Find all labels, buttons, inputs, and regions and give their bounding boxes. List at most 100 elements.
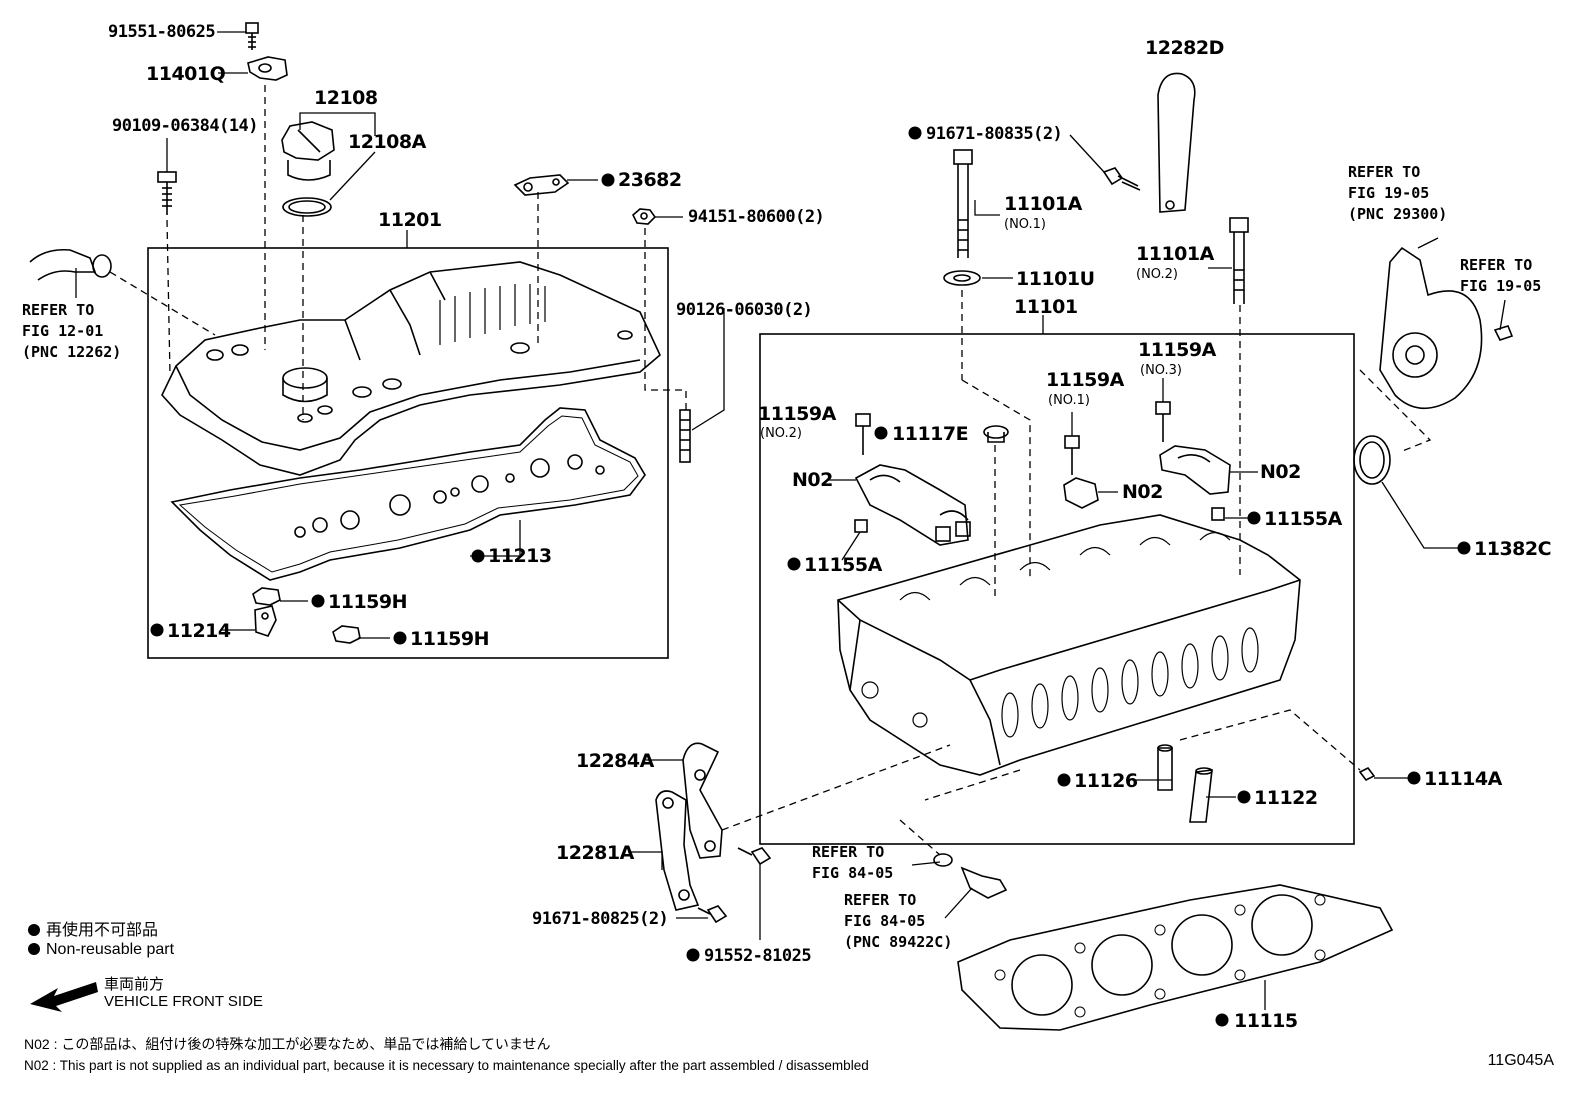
nut-94151 xyxy=(632,208,657,225)
label-11101: 11101 xyxy=(1014,296,1078,318)
label-11122: 11122 xyxy=(1254,787,1318,809)
label-91671-80825: 91671-80825(2) xyxy=(532,909,668,929)
bolt-91551 xyxy=(245,22,259,50)
label-11159a-no2: 11159A xyxy=(758,403,837,425)
label-n02-1: N02 xyxy=(792,469,833,491)
bullet-icon xyxy=(28,943,40,955)
ref-fig12-line3: (PNC 12262) xyxy=(22,343,121,361)
label-11159h-2: 11159H xyxy=(410,628,489,650)
bracket-23682 xyxy=(513,174,570,196)
label-11155a-right: 11155A xyxy=(1264,508,1343,530)
bolt-91671-80835 xyxy=(1102,167,1141,191)
valve-cover-drawing xyxy=(161,261,661,476)
oil-cap-12108 xyxy=(281,121,335,217)
legend-nonreusable-en: Non-reusable part xyxy=(28,941,174,959)
ref-fig19b-line1: REFER TO xyxy=(1460,256,1532,274)
label-11159a-no1-sub: (NO.1) xyxy=(1048,393,1090,408)
legend-nonreusable-jp: 再使用不可部品 xyxy=(28,916,158,940)
label-11126: 11126 xyxy=(1074,770,1138,792)
label-11101a-no1: 11101A xyxy=(1004,193,1083,215)
bracket-12284a xyxy=(682,742,723,859)
legend-front-en: VEHICLE FRONT SIDE xyxy=(104,993,263,1010)
note-n02-jp: N02 : この部品は、組付け後の特殊な加工が必要なため、単品では補給していませ… xyxy=(24,1036,551,1052)
label-11115: 11115 xyxy=(1234,1010,1298,1032)
label-11159h-1: 11159H xyxy=(328,591,407,613)
head-bolt-11101a-no2 xyxy=(1229,217,1249,304)
label-12284a: 12284A xyxy=(576,750,655,772)
label-91551-80625: 91551-80625 xyxy=(108,22,215,42)
bullet-icon xyxy=(28,924,40,936)
label-11159a-no2-sub: (NO.2) xyxy=(760,426,802,441)
gasket-11213-drawing xyxy=(170,407,646,581)
sensor-11401q xyxy=(247,56,288,81)
label-11382c: 11382C xyxy=(1474,538,1551,560)
label-n02-3: N02 xyxy=(1260,461,1301,483)
bracket-11214 xyxy=(254,605,277,637)
plug-11117e xyxy=(983,425,1009,443)
cylinder-head-group-box xyxy=(759,333,1355,845)
vehicle-front-arrow-icon xyxy=(30,982,98,1012)
ref-fig12-line1: REFER TO xyxy=(22,301,94,319)
label-91671-80835: 91671-80835(2) xyxy=(926,124,1062,144)
ref-fig19b-line2: FIG 19-05 xyxy=(1460,277,1541,295)
label-12108: 12108 xyxy=(314,87,378,109)
label-90109-06384: 90109-06384(14) xyxy=(112,116,258,136)
label-90126-06030: 90126-06030(2) xyxy=(676,300,812,320)
label-91552-81025: 91552-81025 xyxy=(704,946,811,966)
head-bolt-11101a-no1 xyxy=(953,149,973,258)
legend-front-jp: 車両前方 xyxy=(104,976,165,993)
head-gasket-11115 xyxy=(957,884,1394,1031)
ref-fig84a-line2: FIG 84-05 xyxy=(812,864,893,882)
ref-fig84b-line3: (PNC 89422C) xyxy=(844,933,952,951)
legend-en-text: Non-reusable part xyxy=(46,941,175,958)
ref-fig19a-line1: REFER TO xyxy=(1348,163,1420,181)
figure-number: 11G045A xyxy=(1487,1052,1554,1069)
ref-fig19a-line3: (PNC 29300) xyxy=(1348,205,1447,223)
cam-cap-n02-right xyxy=(1159,445,1231,495)
cam-cap-n02-mid xyxy=(1063,477,1099,509)
label-11213: 11213 xyxy=(488,545,552,567)
ref-fig12-line2: FIG 12-01 xyxy=(22,322,103,340)
cam-cap-n02-left xyxy=(854,464,971,546)
plug-11114a xyxy=(1358,766,1376,782)
label-11155a-left: 11155A xyxy=(804,554,883,576)
label-11101u: 11101U xyxy=(1016,268,1095,290)
cylinder-head-drawing xyxy=(837,514,1301,776)
label-11101a-no1-sub: (NO.1) xyxy=(1004,217,1046,232)
label-n02-2: N02 xyxy=(1122,481,1163,503)
label-12108a: 12108A xyxy=(348,131,427,153)
label-11159a-no3-sub: (NO.3) xyxy=(1140,363,1182,378)
bracket-12282d xyxy=(1157,72,1196,213)
ref-fig19a-line2: FIG 19-05 xyxy=(1348,184,1429,202)
stud-90126 xyxy=(679,409,691,463)
tube-11126 xyxy=(1157,744,1173,791)
label-23682: 23682 xyxy=(618,169,682,191)
label-94151-80600: 94151-80600(2) xyxy=(688,207,824,227)
label-11401q: 11401Q xyxy=(146,63,226,85)
sensor-fig84 xyxy=(933,853,1008,899)
label-11159a-no1: 11159A xyxy=(1046,369,1125,391)
note-n02-en: N02 : This part is not supplied as an in… xyxy=(24,1058,869,1073)
washer-11101u xyxy=(943,270,981,286)
bracket-12281a xyxy=(655,790,700,911)
bolt-91552 xyxy=(737,847,772,866)
legend-jp-text: 再使用不可部品 xyxy=(46,922,159,939)
label-11201: 11201 xyxy=(378,209,442,231)
ref-fig84b-line1: REFER TO xyxy=(844,891,916,909)
valve-cover-group-box xyxy=(147,247,669,659)
bolt-90109 xyxy=(157,171,177,215)
tube-11122 xyxy=(1189,767,1213,823)
label-11117e: 11117E xyxy=(892,423,968,445)
pins-11155a xyxy=(854,507,1225,533)
label-11101a-no2: 11101A xyxy=(1136,243,1215,265)
label-11101a-no2-sub: (NO.2) xyxy=(1136,267,1178,282)
label-11114a: 11114A xyxy=(1424,768,1503,790)
label-12281a: 12281A xyxy=(556,842,635,864)
bolt-91671-80825 xyxy=(697,905,728,924)
label-11214: 11214 xyxy=(167,620,231,642)
label-11159a-no3: 11159A xyxy=(1138,339,1217,361)
vacuum-pump-fig19 xyxy=(1353,246,1514,485)
ref-fig84a-line1: REFER TO xyxy=(812,843,884,861)
label-12282d: 12282D xyxy=(1145,37,1224,59)
